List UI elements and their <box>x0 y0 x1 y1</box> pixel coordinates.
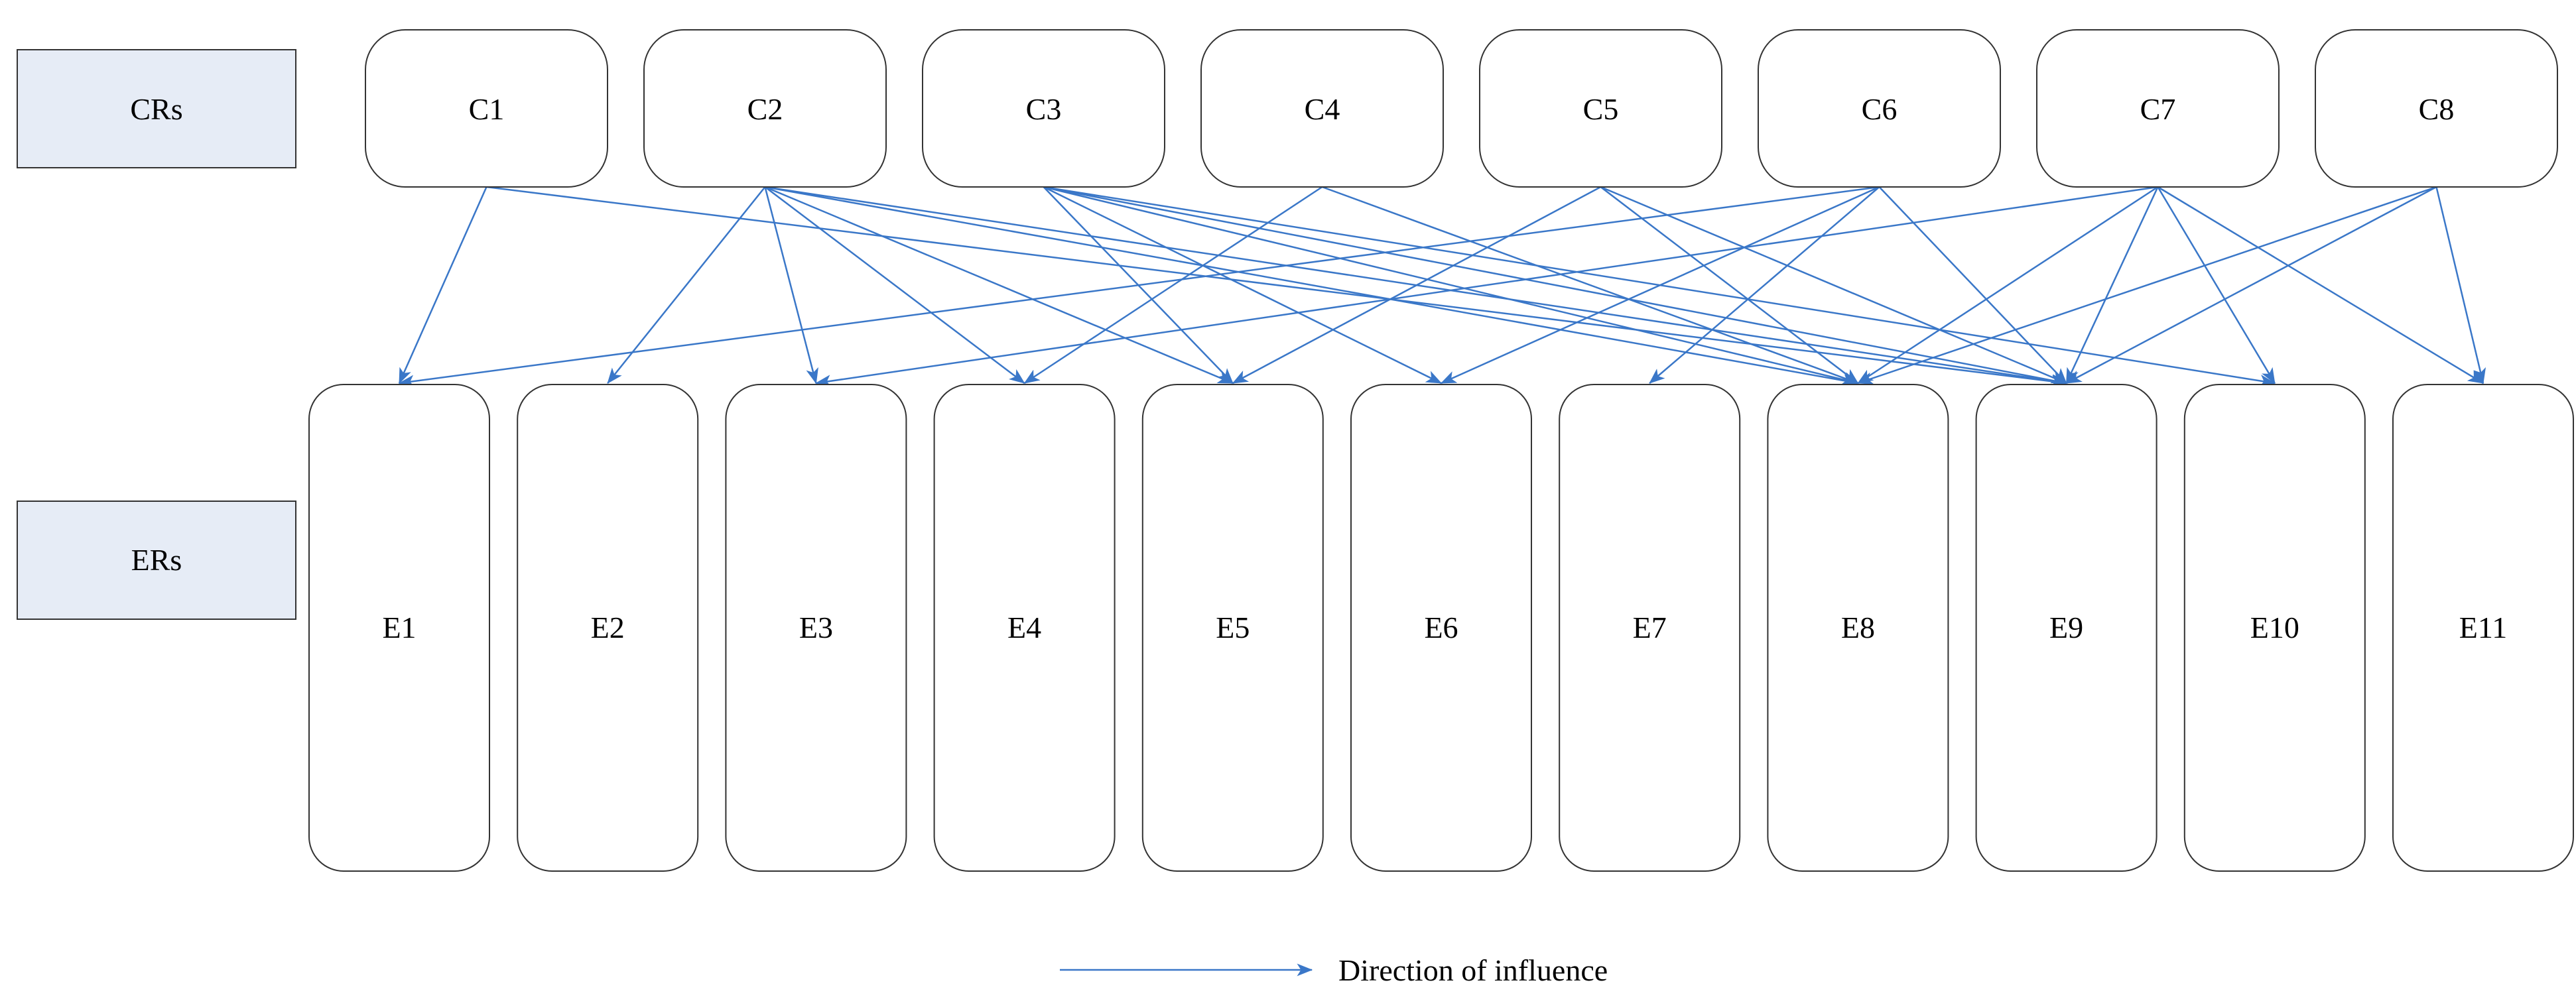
cr-node-c5: C5 <box>1479 29 1722 188</box>
influence-arrow-c5-e5 <box>1232 186 1602 385</box>
cr-node-c6: C6 <box>1758 29 2001 188</box>
cr-node-c3: C3 <box>922 29 1165 188</box>
row-label-ers: ERs <box>17 501 296 620</box>
cr-node-label: C2 <box>747 92 783 126</box>
row-label-crs-text: CRs <box>130 92 182 126</box>
influence-arrow-c1-e9 <box>486 186 2067 388</box>
cr-node-label: C1 <box>469 92 505 126</box>
er-node-label: E3 <box>799 611 833 644</box>
influence-arrow-c7-e10 <box>2157 186 2276 385</box>
influence-arrow-c4-e8 <box>1322 186 1859 385</box>
cr-nodes: C1 C2 C3 C4 C5 C6 C7 C8 <box>365 29 2558 188</box>
cr-node-label: C7 <box>2140 92 2176 126</box>
row-label-crs: CRs <box>17 49 296 168</box>
row-label-ers-text: ERs <box>131 543 182 577</box>
influence-arrow-c2-e8 <box>765 186 1859 387</box>
influence-arrow-c3-e9 <box>1043 186 2067 387</box>
er-node-label: E11 <box>2459 611 2507 644</box>
er-node-label: E2 <box>591 611 625 644</box>
influence-arrow-c7-e11 <box>2157 186 2484 385</box>
influence-arrows <box>398 186 2486 388</box>
er-node-e5: E5 <box>1141 384 1324 872</box>
er-node-e10: E10 <box>2183 384 2366 872</box>
cr-node-c7: C7 <box>2036 29 2280 188</box>
er-node-label: E9 <box>2049 611 2083 644</box>
influence-arrow-c5-e9 <box>1600 186 2067 385</box>
influence-arrow-c7-e8 <box>1857 186 2159 385</box>
er-node-e3: E3 <box>725 384 907 872</box>
influence-arrow-c6-e7 <box>1649 186 1880 384</box>
influence-arrow-c2-e3 <box>764 186 818 385</box>
influence-arrow-c6-e6 <box>1440 186 1880 385</box>
cr-node-label: C4 <box>1305 92 1340 126</box>
er-node-e7: E7 <box>1559 384 1741 872</box>
cr-node-label: C8 <box>2419 92 2455 126</box>
influence-arrow-c6-e1 <box>398 186 1880 388</box>
influence-arrow-c2-e5 <box>765 186 1234 385</box>
cr-node-c4: C4 <box>1200 29 1444 188</box>
er-node-label: E8 <box>1841 611 1875 644</box>
er-node-label: E5 <box>1216 611 1250 644</box>
influence-arrow-c8-e9 <box>2065 186 2437 385</box>
cr-node-c8: C8 <box>2315 29 2558 188</box>
cr-node-c2: C2 <box>643 29 887 188</box>
er-node-e4: E4 <box>933 384 1116 872</box>
influence-arrow-c7-e3 <box>815 186 2158 388</box>
influence-arrow-c8-e8 <box>1857 186 2437 385</box>
legend: Direction of influence <box>1060 953 1608 987</box>
er-node-e6: E6 <box>1350 384 1532 872</box>
er-node-label: E4 <box>1007 611 1041 644</box>
er-node-label: E10 <box>2250 611 2299 644</box>
er-node-e11: E11 <box>2392 384 2574 872</box>
cr-node-label: C6 <box>1862 92 1898 126</box>
influence-arrow-c4-e4 <box>1023 186 1323 385</box>
influence-arrow-c2-e4 <box>764 186 1025 384</box>
cr-node-c1: C1 <box>365 29 608 188</box>
influence-arrow-c8-e11 <box>2435 186 2486 385</box>
influence-arrow-c7-e9 <box>2065 186 2159 385</box>
er-node-e2: E2 <box>517 384 699 872</box>
legend-label: Direction of influence <box>1338 953 1608 987</box>
influence-arrow-c6-e9 <box>1878 186 2067 384</box>
influence-arrow-c3-e8 <box>1043 186 1859 386</box>
er-node-label: E6 <box>1424 611 1458 644</box>
er-node-label: E1 <box>382 611 416 644</box>
influence-arrow-c2-e2 <box>607 186 766 384</box>
er-node-label: E7 <box>1633 611 1667 644</box>
er-nodes: E1 E2 E3 E4 E5 E6 E7 E8 E9 E10 E11 <box>308 384 2574 872</box>
cr-node-label: C3 <box>1026 92 1062 126</box>
er-node-e1: E1 <box>308 384 490 872</box>
influence-arrow-c5-e8 <box>1600 186 1859 384</box>
er-node-e9: E9 <box>1975 384 2157 872</box>
influence-arrow-c1-e1 <box>398 186 487 385</box>
cr-node-label: C5 <box>1583 92 1619 126</box>
er-node-e8: E8 <box>1767 384 1949 872</box>
influence-arrow-c3-e6 <box>1043 186 1443 385</box>
